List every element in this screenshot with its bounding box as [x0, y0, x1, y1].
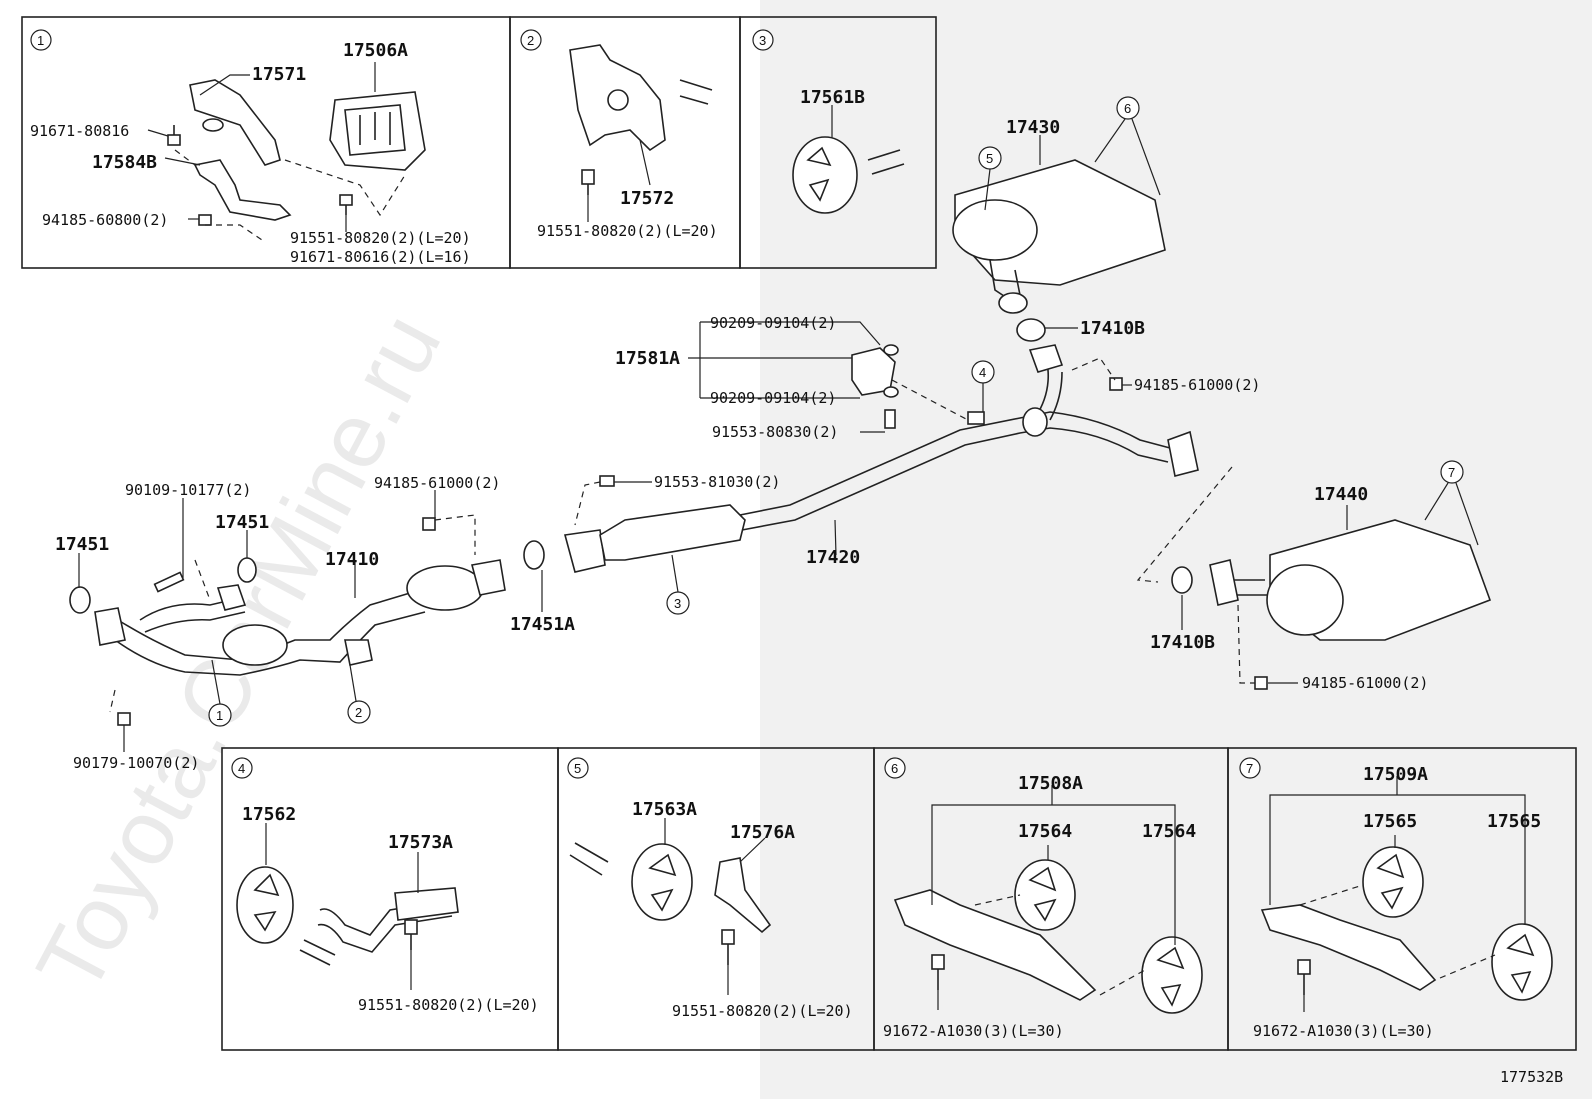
label-17509A: 17509A	[1363, 764, 1428, 785]
hanger-rubber-17565-b	[1491, 923, 1553, 1001]
main-assembly: 4 5 6 7 3 1 2	[55, 96, 1492, 772]
label-94185-61000-a: 94185-61000(2)	[1134, 376, 1260, 394]
callout-1: 1	[37, 33, 44, 48]
catalytic-converter-front	[222, 624, 288, 666]
callout-5-main: 5	[986, 151, 993, 166]
callout-6: 6	[891, 761, 898, 776]
detail-box-6: 6 17508A 17564 17564 91672-A1030(3)(L=30…	[873, 747, 1229, 1051]
label-17572: 17572	[620, 188, 674, 209]
label-17564-a: 17564	[1018, 821, 1072, 842]
callout-2: 2	[527, 33, 534, 48]
detail-box-7: 7 17509A 17565 17565 91672-A1030(3)(L=30…	[1227, 747, 1577, 1051]
gasket-17410B-top	[1016, 318, 1046, 342]
label-94185-60800: 94185-60800(2)	[42, 211, 168, 229]
detail-box-4: 4 17562 17573A 91551-80820(2)(L=20)	[221, 747, 559, 1051]
label-91671-80616: 91671-80616(2)(L=16)	[290, 248, 471, 266]
label-17563A: 17563A	[632, 799, 697, 820]
label-94185-61000-b: 94185-61000(2)	[1302, 674, 1428, 692]
label-17581A: 17581A	[615, 348, 680, 369]
callout-5: 5	[574, 761, 581, 776]
label-90209-09104-a: 90209-09104(2)	[710, 314, 836, 332]
callout-2-main: 2	[355, 705, 362, 720]
label-91553-81030: 91553-81030(2)	[654, 473, 780, 491]
callout-3-main: 3	[674, 596, 681, 611]
label-17564-b: 17564	[1142, 821, 1196, 842]
callout-7-main: 7	[1448, 465, 1455, 480]
label-90179-10070: 90179-10070(2)	[73, 754, 199, 772]
label-17451A: 17451A	[510, 614, 575, 635]
callout-4-main: 4	[979, 365, 986, 380]
label-91551-80820-box5: 91551-80820(2)(L=20)	[672, 1002, 853, 1020]
label-17451-a: 17451	[55, 534, 109, 555]
hanger-rubber-17564-a	[1014, 859, 1076, 931]
center-converter	[599, 504, 746, 561]
hanger-rubber-17565-a	[1362, 846, 1424, 918]
hanger-rubber-17561B	[792, 136, 858, 214]
gasket-17451-right	[237, 557, 257, 583]
label-17571: 17571	[252, 64, 306, 85]
label-17561B: 17561B	[800, 87, 865, 108]
bracket-17571	[189, 79, 281, 166]
label-17584B: 17584B	[92, 152, 157, 173]
callout-7: 7	[1246, 761, 1253, 776]
callout-1-main: 1	[216, 708, 223, 723]
label-17420: 17420	[806, 547, 860, 568]
label-17562: 17562	[242, 804, 296, 825]
detail-box-2: 2 17572 91551-80820(2)(L=20)	[509, 16, 741, 269]
label-91551-80820-box1: 91551-80820(2)(L=20)	[290, 229, 471, 247]
label-17506A: 17506A	[343, 40, 408, 61]
detail-box-3: 3 17561B	[739, 16, 937, 269]
label-91553-80830: 91553-80830(2)	[712, 423, 838, 441]
label-17440: 17440	[1314, 484, 1368, 505]
label-17410B-top: 17410B	[1080, 318, 1145, 339]
catalytic-converter-rear	[406, 565, 484, 611]
hanger-rubber-17562	[236, 866, 294, 944]
insulator-17506A	[329, 91, 426, 171]
gasket-17451-left	[69, 586, 91, 614]
gasket-17410B-bottom	[1171, 566, 1193, 594]
label-17576A: 17576A	[730, 822, 795, 843]
hanger-rubber-17564-b	[1141, 936, 1203, 1014]
label-17410: 17410	[325, 549, 379, 570]
label-17508A: 17508A	[1018, 773, 1083, 794]
bracket-17508A	[893, 889, 1097, 1001]
hanger-rubber-17563A	[631, 843, 693, 921]
label-94185-61000-c: 94185-61000(2)	[374, 474, 500, 492]
label-17573A: 17573A	[388, 832, 453, 853]
label-17565-b: 17565	[1487, 811, 1541, 832]
diagram-code: 177532B	[1500, 1068, 1563, 1086]
detail-box-1: 1 17571 17506A 91671-80816 17584B 94185-…	[21, 16, 511, 269]
detail-box-5: 5 17563A 17576A 91551-80820(2)(L=20)	[557, 747, 875, 1051]
label-17451-b: 17451	[215, 512, 269, 533]
bracket-17576A	[714, 857, 772, 934]
label-17410B-bottom: 17410B	[1150, 632, 1215, 653]
label-91551-80820-box4: 91551-80820(2)(L=20)	[358, 996, 539, 1014]
label-91672-A1030-box6: 91672-A1030(3)(L=30)	[883, 1022, 1064, 1040]
callout-3: 3	[759, 33, 766, 48]
label-91551-80820-box2: 91551-80820(2)(L=20)	[537, 222, 718, 240]
gasket-17451A	[523, 540, 545, 570]
label-90209-09104-b: 90209-09104(2)	[710, 389, 836, 407]
callout-4: 4	[238, 761, 245, 776]
callout-6-main: 6	[1124, 101, 1131, 116]
label-90109-10177: 90109-10177(2)	[125, 481, 251, 499]
center-pipe-17420	[739, 411, 1171, 516]
bracket-17509A	[1260, 904, 1437, 991]
bracket-17584B	[193, 159, 292, 221]
label-17430: 17430	[1006, 117, 1060, 138]
label-17565-a: 17565	[1363, 811, 1417, 832]
label-91672-A1030-box7: 91672-A1030(3)(L=30)	[1253, 1022, 1434, 1040]
label-91671-80816: 91671-80816	[30, 122, 129, 140]
